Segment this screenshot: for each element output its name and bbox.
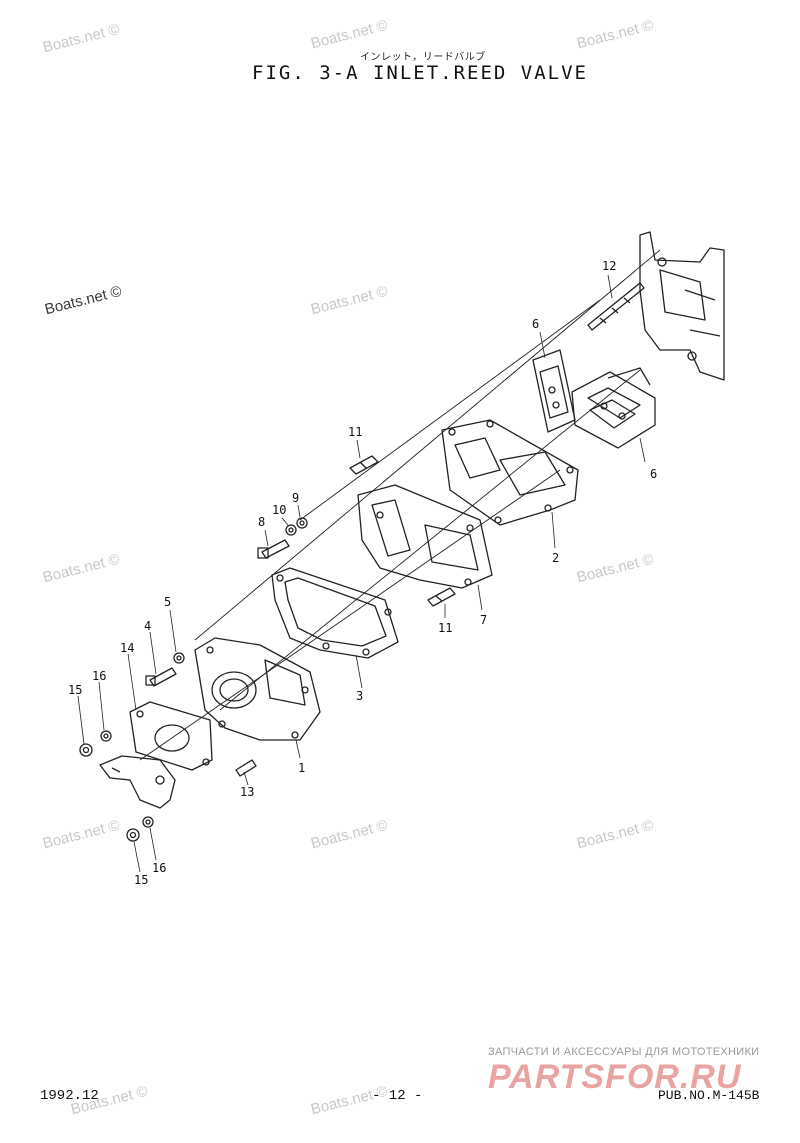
- washer-10: [285, 524, 297, 536]
- brand-logo: PARTSFOR.RU: [488, 1058, 742, 1096]
- callout-6-right: 6: [650, 467, 657, 481]
- callout-11-upper: 11: [348, 425, 362, 439]
- callout-4: 4: [144, 619, 151, 633]
- washer-5: [173, 652, 185, 664]
- callout-6-center: 6: [532, 317, 539, 331]
- callout-11-lower: 11: [438, 621, 452, 635]
- footer-date: 1992.12: [40, 1088, 99, 1104]
- callout-labels: 12 6 6 11 2 9 10 8 11 7 5 4 3 14 1 16 15…: [68, 259, 657, 887]
- callout-10: 10: [272, 503, 286, 517]
- reed-valve-6-center: [532, 349, 576, 433]
- gasket-3: [271, 567, 399, 659]
- callout-3: 3: [356, 689, 363, 703]
- carb-bracket: [99, 755, 176, 809]
- bolt-11-upper: [349, 455, 379, 475]
- engine-block: [639, 231, 725, 381]
- brand-tagline: ЗАПЧАСТИ И АКСЕССУАРЫ ДЛЯ МОТОТЕХНИКИ: [488, 1046, 760, 1058]
- assembly-guide-lines: [139, 249, 661, 761]
- callout-15-upper: 15: [68, 683, 82, 697]
- footer-page-number: - 12 -: [372, 1088, 423, 1104]
- callout-7: 7: [480, 613, 487, 627]
- bolt-8: [257, 539, 290, 559]
- gasket-2: [441, 419, 579, 526]
- callout-12: 12: [602, 259, 616, 273]
- leader-lines: [77, 274, 646, 873]
- plate-7: [357, 484, 493, 589]
- stud-bolt-12: [587, 282, 645, 331]
- nut-15-upper: [79, 743, 93, 757]
- figure-title: FIG. 3-A INLET.REED VALVE: [252, 62, 588, 84]
- callout-14: 14: [120, 641, 134, 655]
- callout-1: 1: [298, 761, 305, 775]
- callout-2: 2: [552, 551, 559, 565]
- reed-valve-6-right: [571, 367, 656, 449]
- bolt-4: [145, 667, 177, 687]
- washer-16-lower: [142, 816, 154, 828]
- callout-16-lower: 16: [152, 861, 166, 875]
- figure-subtitle-japanese: インレット，リードバルブ: [360, 52, 486, 63]
- gasket-14: [129, 701, 213, 771]
- bolt-11-lower: [427, 587, 456, 607]
- washer-16-upper: [100, 730, 112, 742]
- callout-15-lower: 15: [134, 873, 148, 887]
- callout-9: 9: [292, 491, 299, 505]
- footer-publication-number: PUB.NO.M-145B: [658, 1088, 760, 1103]
- callout-8: 8: [258, 515, 265, 529]
- nut-15-lower: [126, 828, 140, 842]
- stud-13: [235, 759, 257, 777]
- inlet-manifold-1: [194, 637, 321, 741]
- nut-9: [296, 517, 308, 529]
- callout-13: 13: [240, 785, 254, 799]
- callout-16-upper: 16: [92, 669, 106, 683]
- callout-5: 5: [164, 595, 171, 609]
